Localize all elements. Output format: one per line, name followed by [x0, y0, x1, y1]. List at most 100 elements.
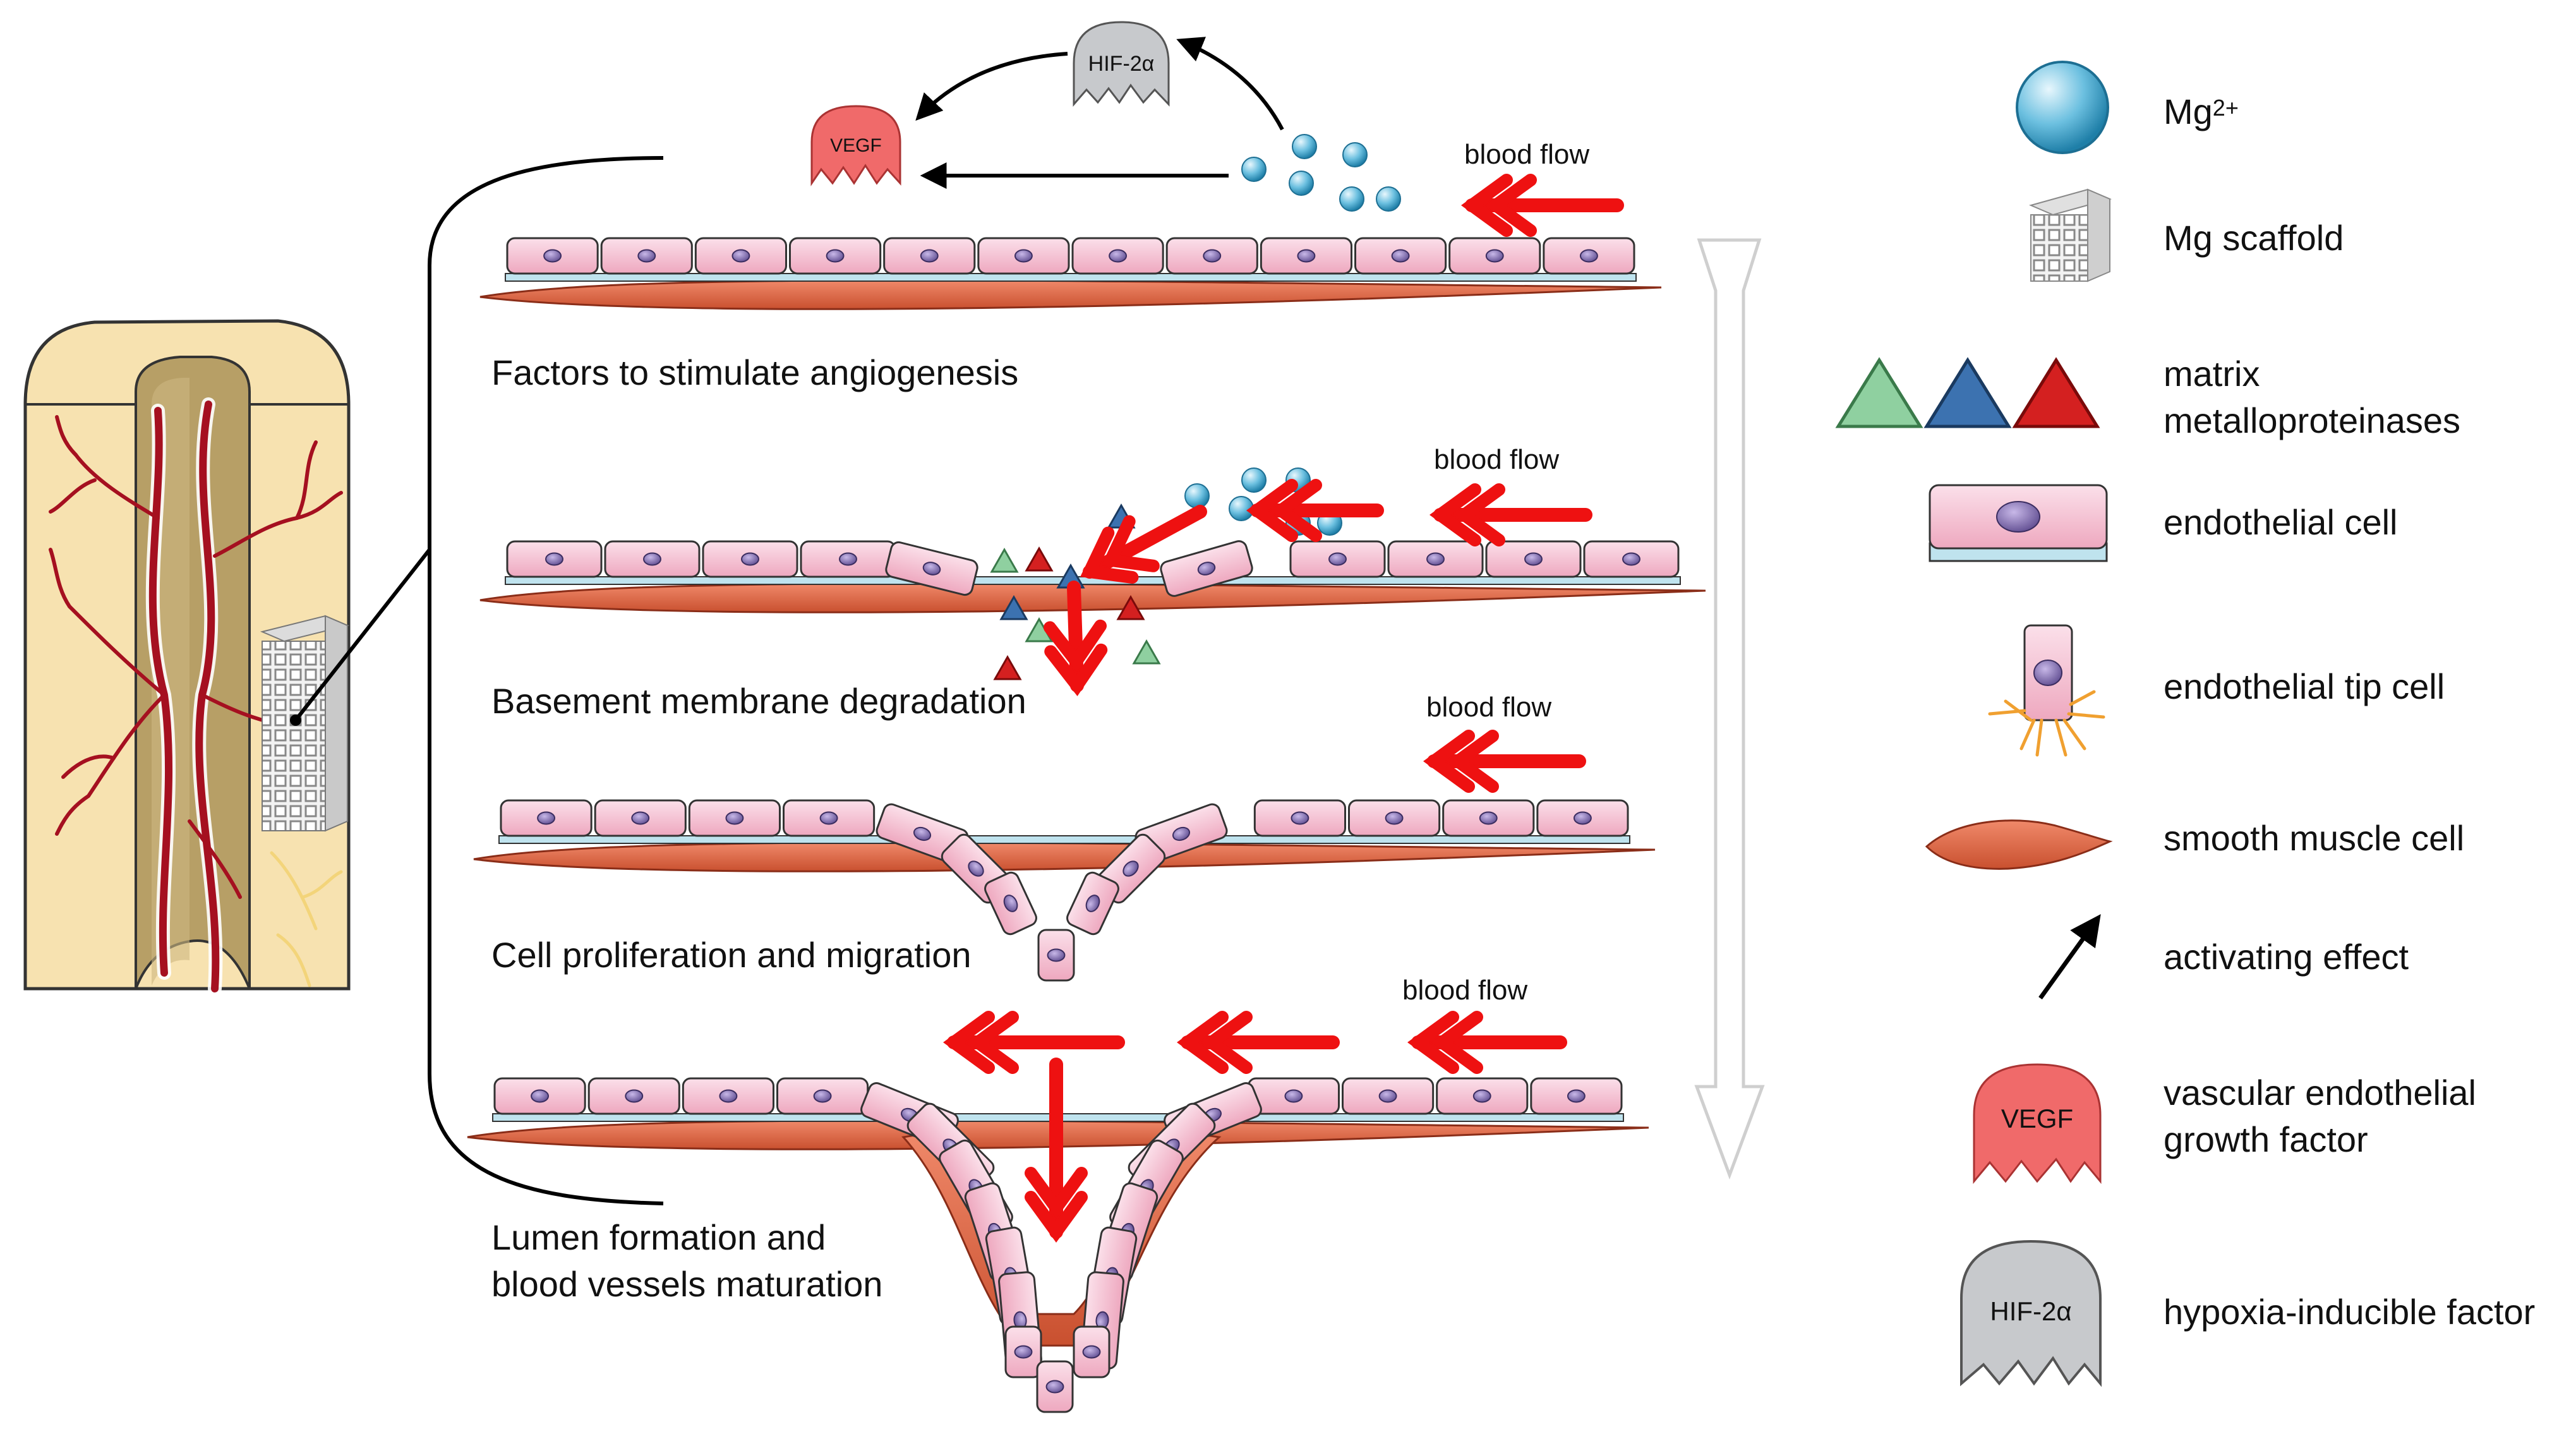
endothelial-cell	[1165, 237, 1258, 275]
stage-3-vessel-wall	[473, 799, 1656, 982]
legend-tip-cell-label: endothelial tip cell	[2164, 666, 2445, 706]
legend-activating-effect-label: activating effect	[2164, 937, 2409, 977]
legend-mg-ion-label: Mg2+	[2164, 92, 2239, 131]
endothelial-cell	[800, 540, 896, 578]
flow-arrow	[1407, 1011, 1567, 1074]
endothelial-cell	[1543, 237, 1635, 275]
endothelial-cell	[776, 1077, 869, 1115]
stage-4-label: Lumen formation and blood vessels matura…	[491, 1217, 883, 1304]
activating-arrows	[915, 37, 1284, 189]
endothelial-cell	[694, 237, 787, 275]
flow-arrow	[1423, 730, 1586, 793]
smooth-muscle-layer	[473, 841, 1656, 872]
endothelial-cell	[1536, 799, 1629, 837]
endothelial-cell	[1160, 540, 1253, 597]
endothelial-cell	[1448, 237, 1541, 275]
endothelial-cell	[1260, 237, 1353, 275]
endothelial-cell	[1583, 540, 1680, 578]
endothelial-cell	[688, 799, 781, 837]
flow-arrow	[1246, 479, 1384, 542]
endothelial-cell	[1347, 799, 1441, 837]
legend-vegf-label: vascular endothelial growth factor	[2164, 1073, 2476, 1159]
endothelial-cell	[604, 540, 701, 578]
legend-icons: VEGF HIF-2α	[1835, 61, 2113, 1387]
stage-2-label: Basement membrane degradation	[491, 681, 1026, 721]
flow-arrow	[1080, 505, 1207, 584]
callout-bracket	[294, 156, 664, 1205]
endothelial-cell	[1387, 540, 1484, 578]
vegf-legend-icon: VEGF	[1973, 1063, 2102, 1185]
mg-scaffold-in-bone	[260, 615, 350, 832]
stage-1-vessel-wall	[479, 237, 1662, 310]
endothelial-cell	[1073, 1325, 1110, 1378]
endothelial-cell	[789, 237, 882, 275]
endothelial-cell	[1442, 799, 1535, 837]
endothelial-cell	[1530, 1077, 1623, 1115]
stage-1-label: Factors to stimulate angiogenesis	[491, 353, 1019, 392]
vegf-factor: VEGF	[810, 105, 901, 186]
blood-flow-label-2: blood flow	[1434, 444, 1560, 475]
flow-arrow	[942, 1011, 1125, 1074]
endothelial-cell	[506, 237, 599, 275]
endothelial-cell	[876, 803, 969, 865]
blood-flow-label-1: blood flow	[1464, 139, 1590, 170]
endothelial-cell	[1036, 1360, 1074, 1413]
endothelial-cell	[587, 1077, 680, 1115]
blood-flow-label-4: blood flow	[1402, 975, 1528, 1006]
legend-smooth-muscle-label: smooth muscle cell	[2164, 818, 2465, 858]
legend-mmp-label: matrix metalloproteinases	[2164, 354, 2461, 440]
basement-membrane	[498, 835, 1630, 844]
svg-text:HIF-2α: HIF-2α	[1088, 52, 1155, 76]
endothelial-cell	[1071, 237, 1164, 275]
activating-effect-legend-icon	[2038, 914, 2101, 1000]
endothelial-cell	[493, 1077, 586, 1115]
mg-scaffold-legend-icon	[2028, 188, 2112, 282]
endothelial-cell	[885, 541, 978, 596]
legend-mg-scaffold-label: Mg scaffold	[2164, 218, 2344, 258]
smooth-muscle-legend-icon	[1925, 819, 2113, 870]
endothelial-cell	[682, 1077, 774, 1115]
basement-membrane	[505, 273, 1637, 282]
smooth-muscle-layer	[479, 582, 1706, 613]
legend-endothelial-cell-label: endothelial cell	[2164, 502, 2398, 542]
hif-factor: HIF-2α	[1073, 21, 1170, 107]
svg-text:HIF-2α: HIF-2α	[1990, 1296, 2071, 1326]
endothelial-cell-legend-icon	[1929, 484, 2108, 562]
stage-3-label: Cell proliferation and migration	[491, 935, 972, 975]
flow-arrow	[1460, 174, 1624, 237]
endothelial-cell	[1037, 929, 1075, 982]
tip-cell-legend-icon	[1988, 624, 2105, 757]
smooth-muscle-layer	[479, 279, 1662, 310]
endothelial-cell	[594, 799, 687, 837]
mg-ions-stage-1	[1241, 134, 1401, 212]
endothelial-cell	[506, 540, 603, 578]
flow-arrows	[942, 174, 1624, 1243]
endothelial-cell	[1485, 540, 1582, 578]
endothelial-cell	[783, 799, 876, 837]
endothelial-cell	[702, 540, 798, 578]
endothelial-cell	[1354, 237, 1447, 275]
legend-hif-label: hypoxia-inducible factor	[2164, 1292, 2536, 1332]
svg-text:VEGF: VEGF	[830, 135, 882, 156]
flow-arrow	[1176, 1011, 1340, 1074]
endothelial-cell	[1289, 540, 1386, 578]
progression-arrow	[1694, 238, 1765, 1180]
mmp-legend-icon	[1835, 357, 2100, 428]
blood-flow-label-3: blood flow	[1426, 692, 1552, 723]
endothelial-cell	[500, 799, 593, 837]
flow-arrow	[1044, 581, 1108, 696]
endothelial-cell	[1066, 871, 1119, 936]
endothelial-cell	[883, 237, 976, 275]
mg-ion-legend-icon	[2016, 61, 2109, 154]
endothelial-cell	[1436, 1077, 1529, 1115]
flow-arrow	[1429, 483, 1592, 546]
flow-arrow	[1025, 1058, 1088, 1243]
svg-text:VEGF: VEGF	[2001, 1104, 2073, 1133]
hif-legend-icon: HIF-2α	[1960, 1239, 2102, 1387]
endothelial-cell	[1004, 1325, 1042, 1378]
endothelial-cell	[1341, 1077, 1435, 1115]
endothelial-cell	[1253, 799, 1347, 837]
stage-2-vessel-wall	[479, 540, 1706, 613]
endothelial-cell	[977, 237, 1070, 275]
